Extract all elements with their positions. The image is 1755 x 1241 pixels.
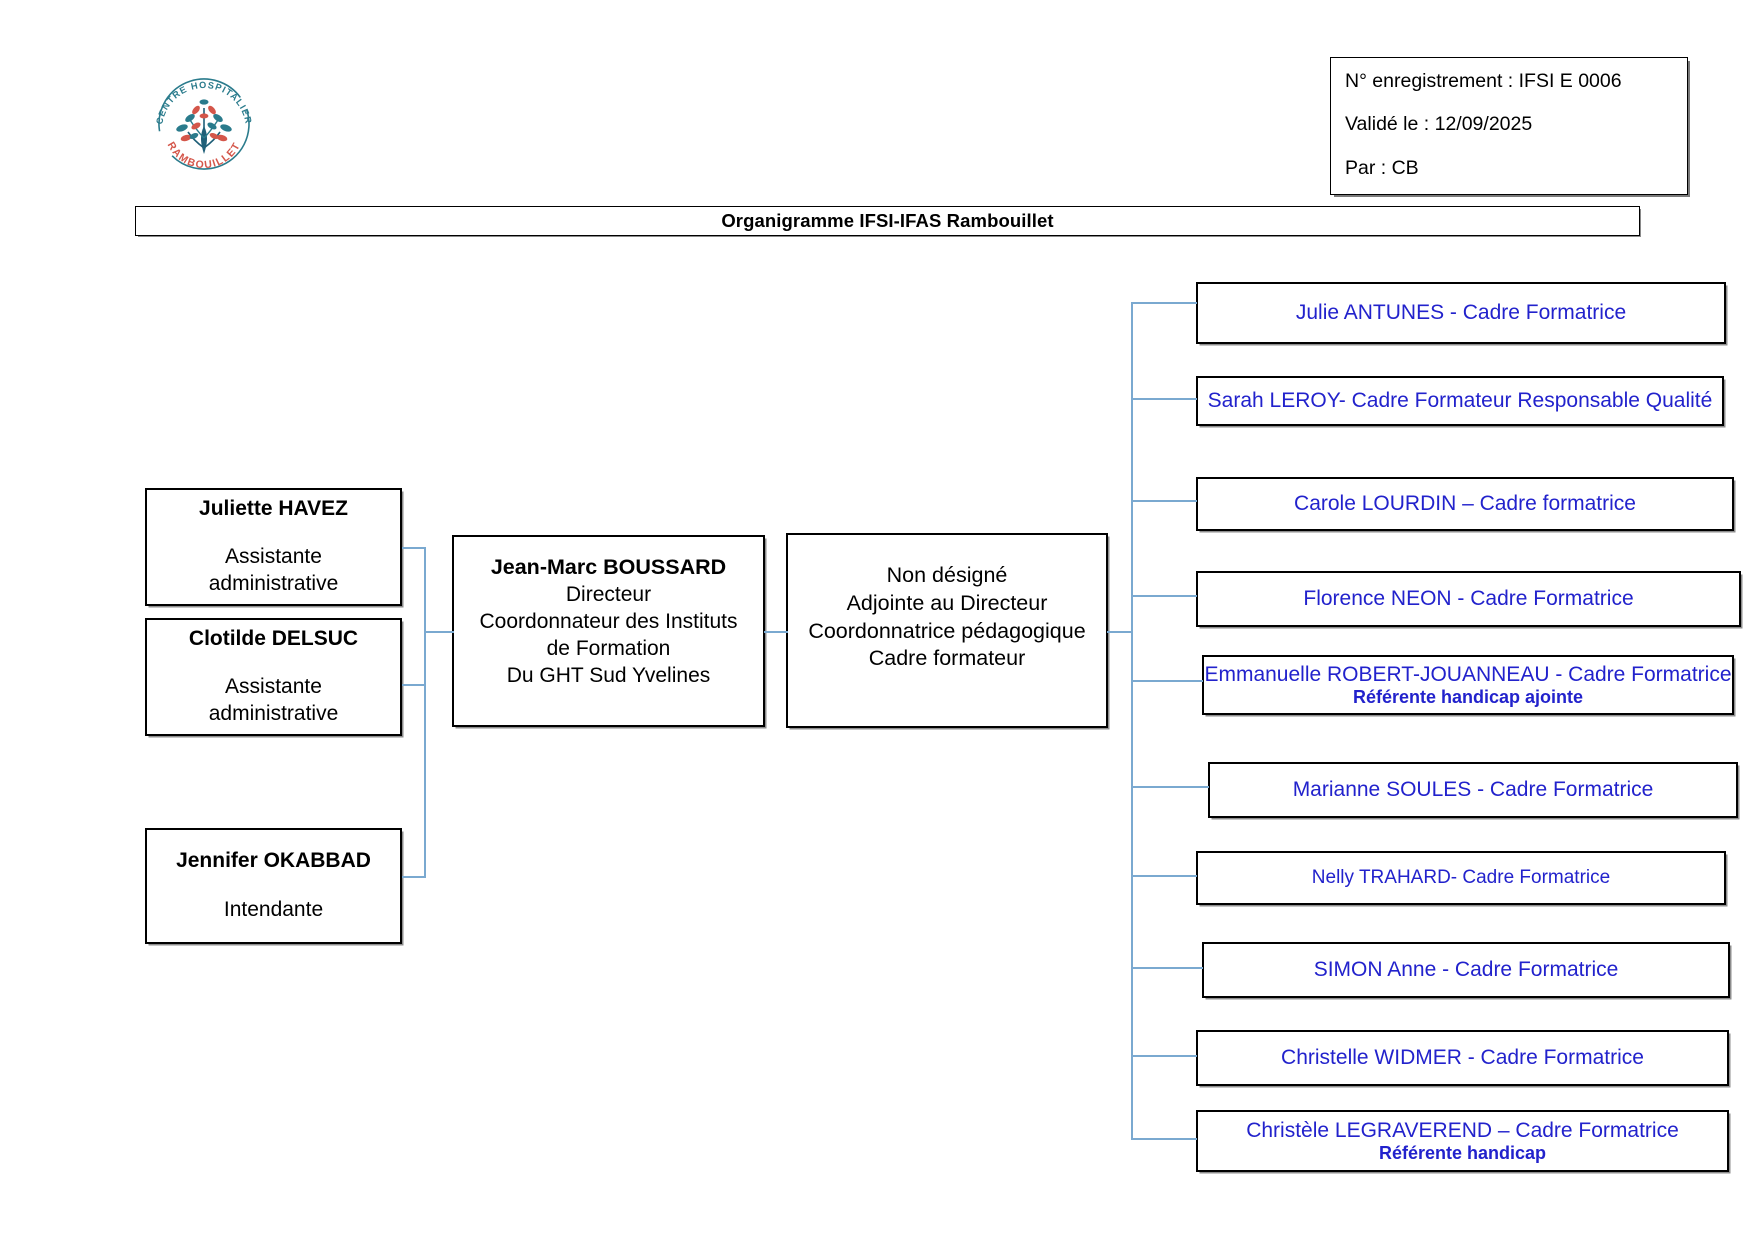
- page-title-text: Organigramme IFSI-IFAS Rambouillet: [721, 210, 1054, 231]
- deputy-line3: Coordonnatrice pédagogique: [808, 618, 1086, 643]
- connector-branch-5: [1131, 680, 1203, 682]
- org-box-sarah-leroy: Sarah LEROY- Cadre Formateur Responsable…: [1196, 376, 1724, 426]
- director-role-line3: de Formation: [546, 636, 671, 660]
- org-box-carole-lourdin: Carole LOURDIN – Cadre formatrice: [1196, 477, 1734, 531]
- connector-branch-4: [1131, 595, 1197, 597]
- staff-role-line2: administrative: [208, 702, 339, 726]
- org-box-florence-neon: Florence NEON - Cadre Formatrice: [1196, 571, 1741, 627]
- registration-number: N° enregistrement : IFSI E 0006: [1345, 70, 1622, 92]
- org-box-jennifer-okabbad: Jennifer OKABBAD Intendante: [145, 828, 402, 944]
- deputy-line2: Adjointe au Directeur: [846, 590, 1048, 615]
- connector-branch-3: [1131, 500, 1197, 502]
- org-box-marianne-soules: Marianne SOULES - Cadre Formatrice: [1208, 762, 1738, 818]
- director-name: Jean-Marc BOUSSARD: [490, 555, 727, 580]
- connector-delsuc: [402, 684, 426, 686]
- org-box-director: Jean-Marc BOUSSARD Directeur Coordonnate…: [452, 535, 765, 727]
- org-box-nelly-trahard: Nelly TRAHARD- Cadre Formatrice: [1196, 851, 1726, 905]
- director-role-line4: Du GHT Sud Yvelines: [506, 663, 711, 687]
- formateur-name-role: Carole LOURDIN – Cadre formatrice: [1294, 492, 1636, 516]
- formateur-name-role: SIMON Anne - Cadre Formatrice: [1313, 958, 1619, 982]
- director-role-line1: Directeur: [565, 583, 652, 607]
- staff-name: Clotilde DELSUC: [188, 627, 359, 650]
- validated-by: Par : CB: [1345, 156, 1419, 179]
- connector-right-trunk: [1131, 302, 1133, 1140]
- formateur-name-role: Florence NEON - Cadre Formatrice: [1303, 587, 1634, 611]
- formateur-name-role: Marianne SOULES - Cadre Formatrice: [1292, 778, 1654, 802]
- connector-branch-7: [1131, 875, 1197, 877]
- connector-left-to-director: [424, 631, 454, 633]
- connector-havez: [402, 547, 426, 549]
- connector-deputy-to-trunk: [1107, 631, 1133, 633]
- deputy-line4: Cadre formateur: [868, 646, 1026, 671]
- formateur-name-role: Emmanuelle ROBERT-JOUANNEAU - Cadre Form…: [1204, 662, 1732, 686]
- org-box-christele-legraverend: Christèle LEGRAVEREND – Cadre Formatrice…: [1196, 1110, 1729, 1172]
- connector-branch-2: [1131, 398, 1197, 400]
- formateur-subrole: Référente handicap: [1378, 1142, 1547, 1163]
- document-metadata-box: N° enregistrement : IFSI E 0006 Validé l…: [1330, 57, 1688, 195]
- org-box-deputy-director: Non désigné Adjointe au Directeur Coordo…: [786, 533, 1108, 728]
- formateur-name-role: Nelly TRAHARD- Cadre Formatrice: [1311, 866, 1611, 888]
- connector-okabbad: [402, 876, 426, 878]
- formateur-subrole: Référente handicap ajointe: [1352, 686, 1584, 707]
- staff-role-line1: Assistante: [225, 675, 322, 699]
- formateur-name-role: Christelle WIDMER - Cadre Formatrice: [1281, 1046, 1644, 1070]
- staff-role-line1: Intendante: [223, 897, 324, 921]
- connector-branch-6: [1131, 786, 1209, 788]
- connector-branch-9: [1131, 1055, 1197, 1057]
- centre-hospitalier-rambouillet-logo: CENTRE HOSPITALIER RAMBOUILLET: [148, 68, 260, 180]
- org-box-christelle-widmer: Christelle WIDMER - Cadre Formatrice: [1196, 1030, 1729, 1086]
- formateur-name-role: Christèle LEGRAVEREND – Cadre Formatrice: [1246, 1118, 1679, 1142]
- page-title: Organigramme IFSI-IFAS Rambouillet: [135, 206, 1640, 236]
- staff-name: Juliette HAVEZ: [199, 497, 348, 520]
- formateur-name-role: Julie ANTUNES - Cadre Formatrice: [1295, 301, 1627, 325]
- staff-role-line2: administrative: [208, 572, 339, 596]
- connector-left-trunk: [424, 547, 426, 878]
- validation-date: Validé le : 12/09/2025: [1345, 113, 1533, 136]
- org-box-simon-anne: SIMON Anne - Cadre Formatrice: [1202, 942, 1730, 998]
- connector-director-to-deputy: [764, 631, 788, 633]
- connector-branch-10: [1131, 1138, 1197, 1140]
- org-box-clotilde-delsuc: Clotilde DELSUC Assistante administrativ…: [145, 618, 402, 736]
- formateur-name-role: Sarah LEROY- Cadre Formateur Responsable…: [1207, 389, 1713, 413]
- staff-role-line1: Assistante: [225, 545, 322, 569]
- org-box-julie-antunes: Julie ANTUNES - Cadre Formatrice: [1196, 282, 1726, 344]
- org-box-juliette-havez: Juliette HAVEZ Assistante administrative: [145, 488, 402, 606]
- staff-name: Jennifer OKABBAD: [176, 849, 371, 873]
- director-role-line2: Coordonnateur des Instituts: [479, 610, 738, 634]
- org-box-emmanuelle-robert-jouanneau: Emmanuelle ROBERT-JOUANNEAU - Cadre Form…: [1202, 655, 1734, 715]
- connector-branch-1: [1131, 302, 1197, 304]
- deputy-line1: Non désigné: [886, 563, 1008, 588]
- connector-branch-8: [1131, 967, 1203, 969]
